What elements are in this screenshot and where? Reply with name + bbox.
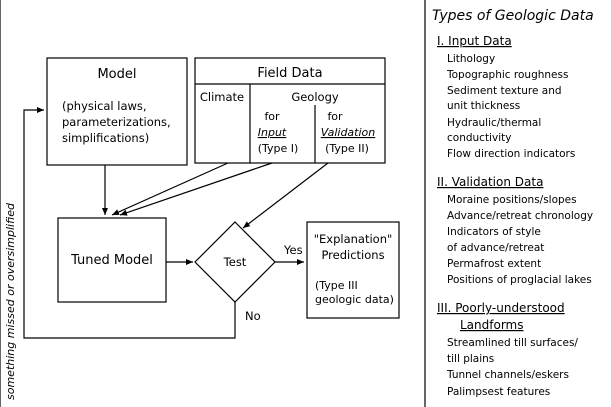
section-1-item: Flow direction indicators bbox=[447, 148, 575, 160]
explanation-line-2: Predictions bbox=[321, 248, 384, 262]
input-type: (Type I) bbox=[258, 142, 299, 155]
section-3-item: Tunnel channels/eskers bbox=[446, 369, 569, 381]
section-3-heading-2: Landforms bbox=[460, 318, 524, 332]
arrow-input-to-tuned bbox=[111, 162, 229, 216]
section-2-heading: II. Validation Data bbox=[437, 175, 543, 189]
section-3-item: till plains bbox=[447, 353, 494, 365]
validation-type: (Type II) bbox=[325, 142, 369, 155]
tuned-model-label: Tuned Model bbox=[70, 253, 153, 268]
tuned-model-box: Tuned Model bbox=[57, 217, 167, 303]
section-1-item: Hydraulic/thermal bbox=[447, 117, 541, 129]
section-1-item: Sediment texture and bbox=[447, 85, 562, 97]
model-line-3: simplifications) bbox=[62, 131, 149, 145]
explanation-line-1: "Explanation" bbox=[314, 232, 393, 246]
validation-label: Validation bbox=[321, 126, 375, 139]
arrow-climate-to-tuned bbox=[119, 162, 273, 216]
no-label: No bbox=[245, 309, 261, 323]
section-1-item: conductivity bbox=[447, 132, 511, 144]
model-line-1: (physical laws, bbox=[62, 99, 147, 113]
explanation-line-3: (Type III bbox=[315, 279, 358, 292]
explanation-line-4: geologic data) bbox=[315, 293, 394, 306]
section-2-item: Indicators of style bbox=[447, 226, 541, 238]
field-data-title: Field Data bbox=[257, 66, 322, 81]
model-box: Model (physical laws, parameterizations,… bbox=[46, 57, 188, 166]
geology-label: Geology bbox=[291, 90, 339, 104]
section-3-item: Palimpsest features bbox=[447, 386, 550, 398]
test-label: Test bbox=[223, 255, 247, 269]
explanation-box: "Explanation" Predictions (Type III geol… bbox=[306, 221, 400, 319]
section-2-item: of advance/retreat bbox=[447, 242, 544, 254]
section-3-item: Streamlined till surfaces/ bbox=[447, 337, 578, 349]
validation-for: for bbox=[327, 110, 343, 123]
arrow-no-feedback-loop bbox=[23, 107, 236, 339]
input-for: for bbox=[264, 110, 280, 123]
section-2-item: Positions of proglacial lakes bbox=[447, 274, 592, 286]
section-1-item: unit thickness bbox=[447, 100, 520, 112]
test-diamond: Test bbox=[194, 221, 276, 303]
section-2-item: Moraine positions/slopes bbox=[447, 194, 577, 206]
sidebar: Types of Geologic Data I. Input Data Lit… bbox=[432, 8, 594, 398]
section-2-item: Advance/retreat chronology bbox=[447, 210, 593, 222]
field-data-box: Field Data Climate Geology for Input (Ty… bbox=[194, 57, 386, 164]
model-line-2: parameterizations, bbox=[62, 115, 171, 129]
input-label: Input bbox=[258, 126, 287, 139]
model-title: Model bbox=[97, 67, 136, 82]
feedback-label: something missed or oversimplified bbox=[4, 202, 17, 400]
section-1-item: Lithology bbox=[447, 53, 495, 65]
section-3-heading: III. Poorly-understood bbox=[437, 301, 565, 315]
section-2-item: Permafrost extent bbox=[447, 258, 541, 270]
section-1-item: Topographic roughness bbox=[446, 69, 568, 81]
section-1-heading: I. Input Data bbox=[437, 34, 512, 48]
sidebar-title: Types of Geologic Data bbox=[432, 8, 594, 24]
yes-label: Yes bbox=[283, 243, 303, 257]
arrow-validation-to-test bbox=[242, 162, 329, 229]
climate-label: Climate bbox=[200, 90, 244, 104]
